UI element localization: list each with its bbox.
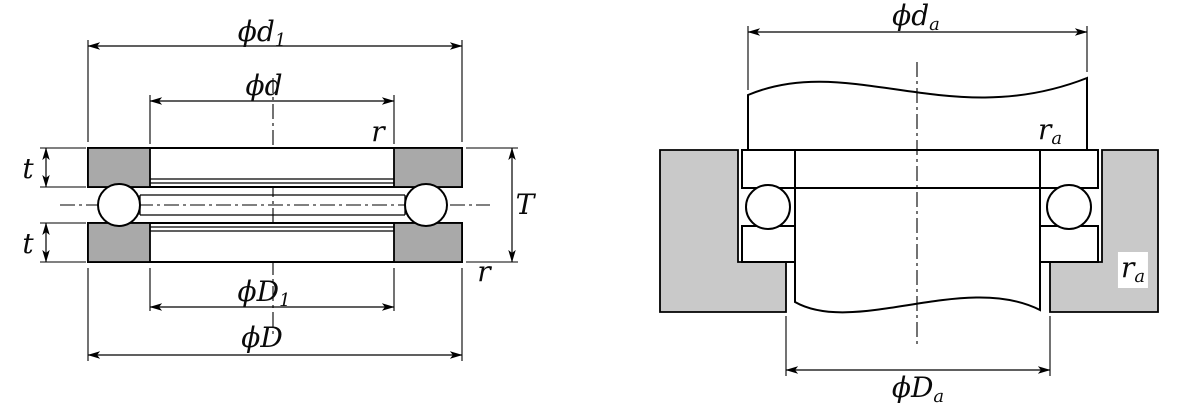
label-ra-bottom: ra	[1117, 251, 1149, 288]
label-phi-D: ϕD	[241, 321, 283, 354]
label-T: T	[515, 188, 535, 221]
dim-t-bottom	[40, 222, 86, 263]
shade-block-bottom-right	[393, 222, 463, 263]
dim-T	[466, 147, 518, 263]
cage-outline	[139, 194, 406, 216]
label-t-bottom: t	[22, 227, 34, 260]
dim-phi-D	[87, 268, 463, 361]
bore-edges	[794, 150, 1041, 188]
label-phi-D1: ϕD1	[237, 275, 291, 312]
dim-phi-d1	[87, 40, 463, 142]
shaft-washer-left-piece	[741, 149, 796, 189]
housing-washer-right-piece	[1039, 225, 1099, 263]
raceway-edges	[150, 178, 394, 232]
dim-phi-Da	[785, 316, 1051, 376]
shade-block-top-right	[393, 147, 463, 188]
label-phi-Da: ϕDa	[891, 371, 945, 406]
dim-t-top	[40, 147, 86, 188]
shaft-washer-right-piece	[1039, 149, 1099, 189]
label-phi-d: ϕd	[245, 69, 283, 102]
dim-phi-d	[149, 95, 395, 144]
ball-left	[745, 184, 791, 230]
label-ra-top: ra	[1037, 113, 1063, 150]
shade-block-bottom-left	[87, 222, 151, 263]
dim-phi-da	[747, 26, 1088, 90]
label-phi-d1: ϕd1	[237, 15, 287, 52]
right-mounting-section	[659, 26, 1159, 376]
label-r-bottom: r	[477, 255, 491, 288]
label-phi-da: ϕda	[892, 0, 940, 36]
shade-block-top-left	[87, 147, 151, 188]
dim-phi-D1	[149, 268, 395, 311]
label-t-top: t	[22, 152, 34, 185]
label-r-top: r	[371, 115, 385, 148]
ball-right	[1046, 184, 1092, 230]
housing-washer-left-piece	[741, 225, 796, 263]
left-bearing-section	[40, 40, 518, 361]
ball-left	[97, 183, 141, 227]
ball-right	[404, 183, 448, 227]
